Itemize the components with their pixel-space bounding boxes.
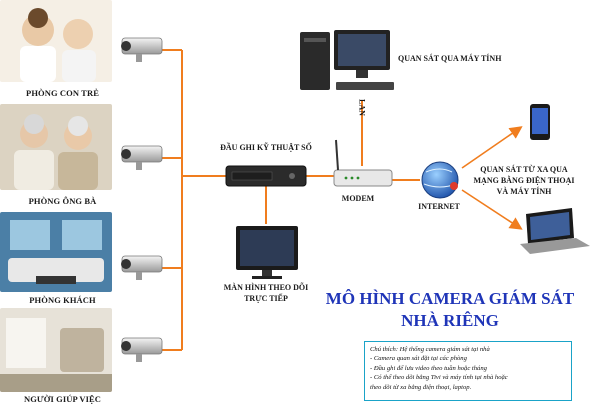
room-label-children: PHÒNG CON TRẺ <box>26 88 99 98</box>
desktop-pc-icon <box>300 30 394 90</box>
internet-label: INTERNET <box>418 202 460 211</box>
modem-icon <box>333 139 393 187</box>
laptop-icon <box>520 208 590 254</box>
camera-icon <box>121 37 163 362</box>
globe-icon <box>421 161 459 199</box>
diagram-title-line-2: NHÀ RIÊNG <box>401 311 499 330</box>
notes-line-1: Chú thích: Hệ thống camera giám sát tại … <box>370 346 490 353</box>
monitor-label: MÀN HÌNH THEO DÕI TRỰC TIẾP <box>206 282 326 304</box>
monitor-label-line-2: TRỰC TIẾP <box>244 294 288 303</box>
room-label-living: PHÒNG KHÁCH <box>29 295 96 305</box>
room-label-grandparents: PHÒNG ÔNG BÀ <box>28 196 97 206</box>
monitor-label-line-1: MÀN HÌNH THEO DÕI <box>223 283 309 292</box>
remote-label-line-3: VÀ MÁY TÍNH <box>496 187 552 196</box>
diagram-title: MÔ HÌNH CAMERA GIÁM SÁT NHÀ RIÊNG <box>300 288 600 332</box>
diagram-title-line-1: MÔ HÌNH CAMERA GIÁM SÁT <box>325 289 575 308</box>
room-photo-grandparents <box>0 104 112 190</box>
notes-line-2: - Camera quan sát đặt tại các phòng <box>370 355 467 363</box>
modem-label: MODEM <box>341 194 375 203</box>
notes-box: Chú thích: Hệ thống camera giám sát tại … <box>364 341 572 401</box>
notes-line-5: theo dõi từ xa bằng điện thoại, laptop. <box>370 383 472 391</box>
remote-label-line-1: QUAN SÁT TỪ XA QUA <box>480 165 568 174</box>
smartphone-icon <box>530 104 550 140</box>
remote-label: QUAN SÁT TỪ XA QUA MẠNG BẰNG ĐIỆN THOẠI … <box>464 164 584 197</box>
lan-label: LAN <box>357 99 367 116</box>
room-photo-helper <box>0 308 112 392</box>
dvr-icon <box>225 165 307 187</box>
notes-line-4: - Có thể theo dõi bằng Tivi và máy tính … <box>370 374 508 382</box>
pc-label: QUAN SÁT QUA MÁY TÍNH <box>398 54 502 63</box>
room-label-helper: NGƯỜI GIÚP VIỆC <box>23 394 102 404</box>
monitor-icon <box>236 226 298 279</box>
remote-label-line-2: MẠNG BẰNG ĐIỆN THOẠI <box>473 176 575 185</box>
room-photo-children <box>0 0 112 82</box>
room-photo-living <box>0 212 112 292</box>
notes-line-3: - Đầu ghi để lưu video theo tuần hoặc th… <box>370 364 487 372</box>
dvr-label: ĐẦU GHI KỸ THUẬT SỐ <box>220 143 312 152</box>
